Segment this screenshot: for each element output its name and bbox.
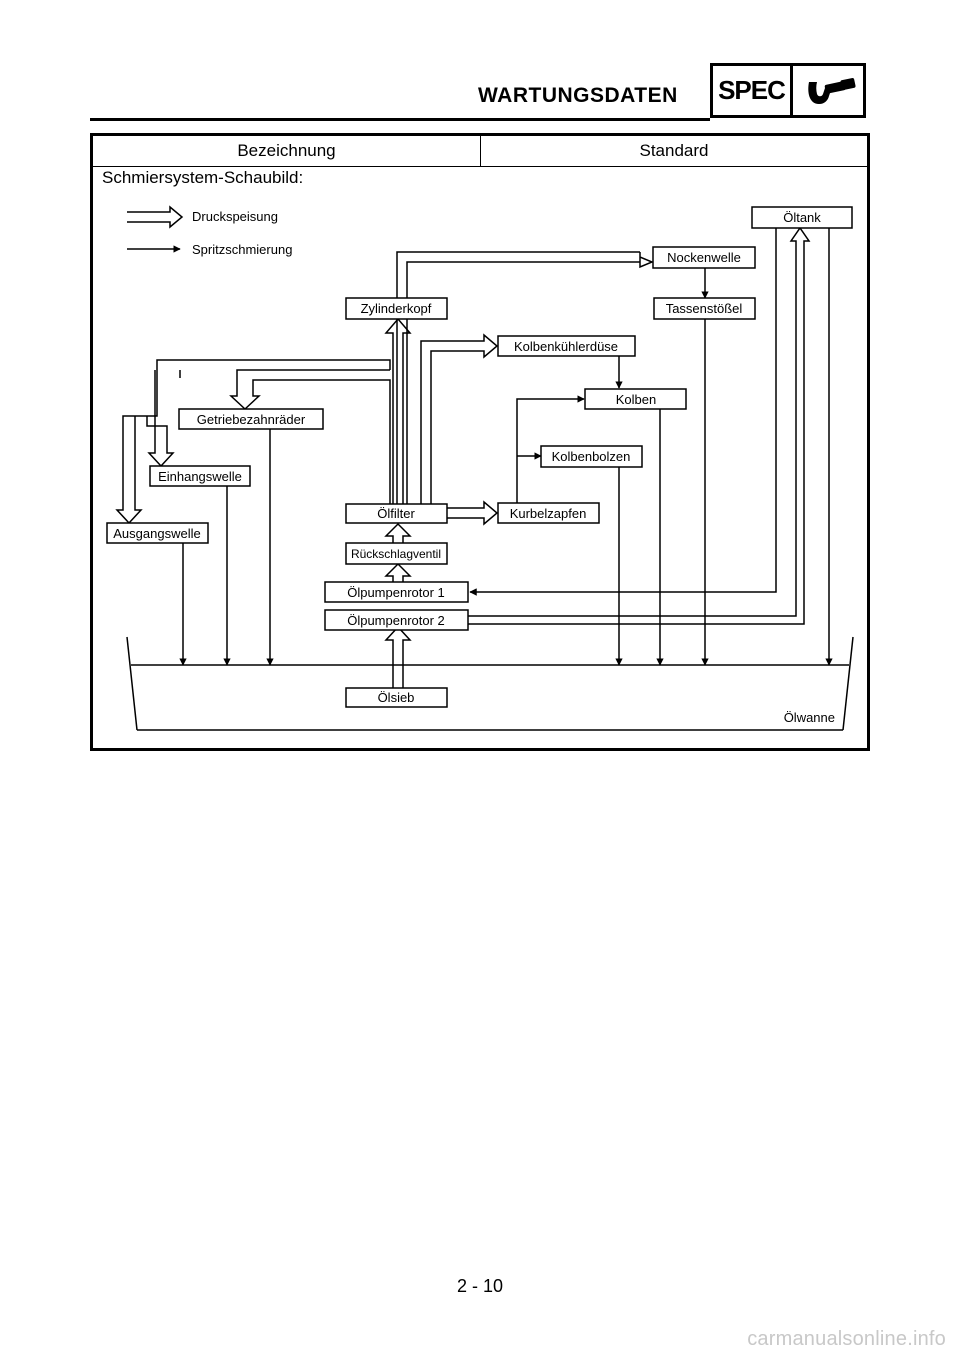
node-tassenstoessel: Tassenstößel	[653, 297, 756, 320]
splash-oeltank-rotor1	[469, 228, 777, 596]
node-oelfilter: Ölfilter	[345, 503, 448, 524]
pressure-filter-gearbox	[115, 359, 391, 525]
svg-text:Kurbelzapfen: Kurbelzapfen	[510, 506, 587, 521]
svg-text:Nockenwelle: Nockenwelle	[667, 250, 741, 265]
svg-text:Kolbenbolzen: Kolbenbolzen	[552, 449, 631, 464]
header-rule	[90, 118, 710, 121]
node-kolbenbolzen: Kolbenbolzen	[540, 445, 643, 468]
legend-pressure-arrow	[127, 205, 184, 229]
table-header: Bezeichnung Standard	[93, 136, 867, 167]
svg-text:Öltank: Öltank	[783, 210, 821, 225]
svg-text:Ölpumpenrotor 1: Ölpumpenrotor 1	[347, 585, 445, 600]
lubrication-diagram: Druckspeisung Spritzschmierung Ölwanne	[106, 205, 854, 731]
pressure-filter-kurbelzapfen	[447, 500, 499, 526]
pressure-filter-nockenwelle	[396, 251, 654, 504]
spec-label: SPEC	[713, 66, 793, 115]
svg-text:Einhangswelle: Einhangswelle	[158, 469, 242, 484]
svg-text:Kolben: Kolben	[616, 392, 656, 407]
spec-badge: SPEC	[710, 63, 866, 118]
node-kolbenkuehlerduese: Kolbenkühlerdüse	[497, 335, 636, 357]
svg-text:Ausgangswelle: Ausgangswelle	[113, 526, 200, 541]
section-label: Schmiersystem-Schaubild:	[102, 168, 304, 187]
svg-text:Tassenstößel: Tassenstößel	[666, 301, 743, 316]
svg-text:Getriebezahnräder: Getriebezahnräder	[197, 412, 306, 427]
nodes: Öltank Nockenwelle Zylinderkopf Tassenst…	[106, 206, 853, 708]
wrench-icon	[808, 78, 856, 104]
column-header-bezeichnung: Bezeichnung	[93, 136, 481, 166]
node-oelpumpenrotor1: Ölpumpenrotor 1	[324, 581, 469, 603]
spec-table: Bezeichnung Standard Schmiersystem-Schau…	[90, 133, 870, 751]
node-zylinderkopf: Zylinderkopf	[345, 297, 448, 320]
legend-splash-label: Spritzschmierung	[192, 242, 292, 257]
pressure-rotor2-oeltank	[468, 226, 811, 625]
svg-text:Zylinderkopf: Zylinderkopf	[361, 301, 432, 316]
node-oeltank: Öltank	[751, 206, 853, 229]
oelwanne-label: Ölwanne	[784, 710, 835, 725]
svg-text:Ölpumpenrotor 2: Ölpumpenrotor 2	[347, 613, 445, 628]
oil-pan: Ölwanne	[126, 636, 854, 731]
svg-text:Ölfilter: Ölfilter	[377, 506, 415, 521]
node-kolben: Kolben	[584, 388, 687, 410]
watermark: carmanualsonline.info	[747, 1328, 946, 1350]
node-einhangswelle: Einhangswelle	[149, 465, 251, 487]
pressure-rotor1-ventil	[384, 562, 412, 582]
column-header-standard: Standard	[639, 141, 709, 160]
svg-text:Kolbenkühlerdüse: Kolbenkühlerdüse	[514, 339, 618, 354]
node-nockenwelle: Nockenwelle	[652, 246, 756, 269]
node-rueckschlagventil: Rückschlagventil	[345, 542, 448, 565]
pressure-sieb-rotor2	[384, 625, 412, 688]
node-oelsieb: Ölsieb	[345, 687, 448, 708]
legend-pressure-label: Druckspeisung	[192, 209, 278, 224]
pressure-ventil-filter	[384, 522, 412, 543]
legend: Druckspeisung Spritzschmierung	[127, 205, 292, 257]
splash-kurbelzapfen-kolben	[516, 395, 585, 505]
svg-text:Ölsieb: Ölsieb	[378, 690, 415, 705]
splash-lines	[179, 228, 833, 666]
page-title: WARTUNGSDATEN	[478, 84, 678, 107]
svg-text:Rückschlagventil: Rückschlagventil	[351, 547, 441, 561]
node-ausgangswelle: Ausgangswelle	[106, 522, 209, 544]
node-oelpumpenrotor2: Ölpumpenrotor 2	[324, 609, 469, 631]
node-getriebezahnraeder: Getriebezahnräder	[178, 408, 324, 430]
page-number: 2 - 10	[456, 1276, 504, 1296]
pressure-filter-duese	[420, 333, 499, 504]
node-kurbelzapfen: Kurbelzapfen	[497, 502, 600, 524]
